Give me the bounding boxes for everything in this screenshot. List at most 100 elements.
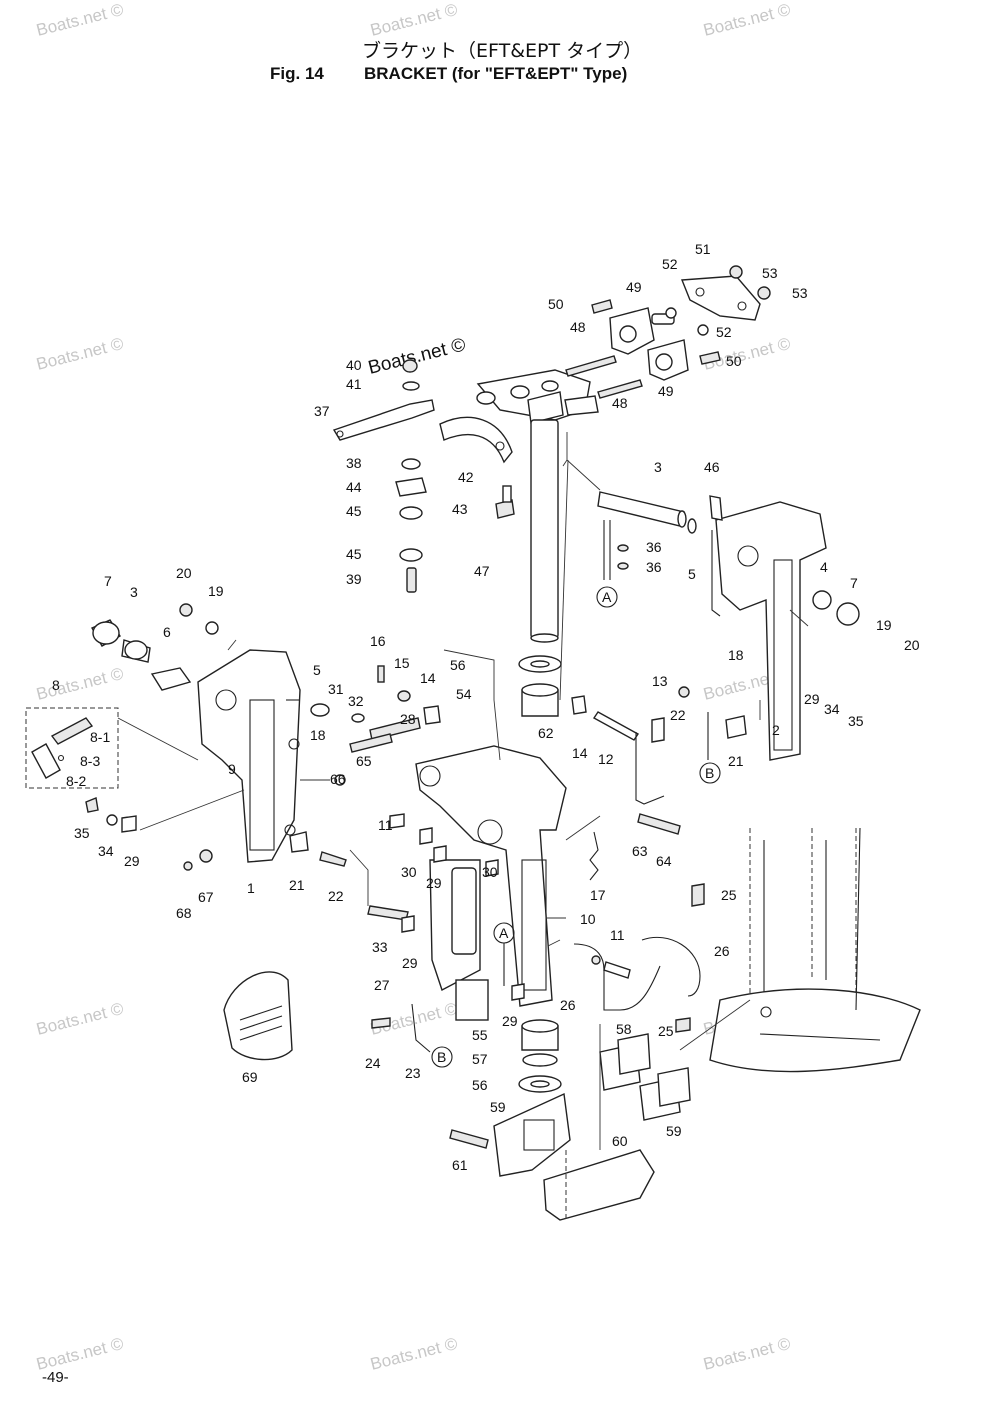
callout-label: 8-1: [90, 729, 110, 745]
callout-label: 47: [474, 563, 490, 579]
washers-column: [395, 359, 515, 593]
callout-label: 11: [610, 927, 625, 943]
anodes-58: [599, 1033, 691, 1121]
callout-label: 18: [310, 727, 326, 743]
callout-label: 60: [612, 1133, 628, 1149]
callout-label: 25: [658, 1023, 674, 1039]
callout-label: 19: [876, 617, 892, 633]
callout-label: 33: [372, 939, 388, 955]
trim-rod-12: [571, 686, 747, 881]
callout-label: 12: [598, 751, 614, 767]
callout-label: 56: [450, 657, 466, 673]
callout-label: 39: [346, 571, 362, 587]
callout-label: 21: [728, 753, 744, 769]
wires-26: [371, 883, 705, 1068]
callout-label: 5: [688, 566, 696, 582]
callout-label: 50: [726, 353, 742, 369]
callout-label: 58: [616, 1021, 632, 1037]
callout-label: 38: [346, 455, 362, 471]
callout-label: 29: [804, 691, 820, 707]
page-number: -49-: [42, 1369, 69, 1386]
callout-label: 14: [420, 670, 436, 686]
callout-label: 10: [580, 911, 596, 927]
callout-label: 56: [472, 1077, 488, 1093]
watermark: Boats.net ©: [701, 1334, 792, 1374]
watermark: Boats.net ©: [34, 334, 125, 374]
callout-label: 31: [328, 681, 344, 697]
callout-label: 36: [646, 559, 662, 575]
callout-label: 8: [52, 677, 60, 693]
detail-box-8: [25, 707, 119, 789]
callout-label: 45: [346, 503, 362, 519]
callout-label: 25: [721, 887, 737, 903]
callout-label: 28: [400, 711, 416, 727]
drawing: [25, 265, 921, 1221]
callout-label: 64: [656, 853, 672, 869]
callout-label: 9: [228, 761, 236, 777]
callout-label: 45: [346, 546, 362, 562]
callout-label: 24: [365, 1055, 381, 1071]
figure-number: Fig. 14: [270, 64, 324, 83]
bushings: [518, 655, 562, 1093]
callout-label: 27: [374, 977, 390, 993]
callouts: 1 2 3 3 4 5 5 6 7 7 8 8-1 8-2 8-3 9 10 1…: [52, 241, 920, 1173]
callout-label: 23: [405, 1065, 421, 1081]
callout-label: 59: [666, 1123, 682, 1139]
mount-brackets-49: [609, 275, 761, 381]
callout-label: 17: [590, 887, 606, 903]
callout-label: 48: [612, 395, 628, 411]
callout-label: 4: [820, 559, 828, 575]
callout-label: 29: [124, 853, 140, 869]
callout-label: 49: [658, 383, 674, 399]
callout-label: 20: [176, 565, 192, 581]
left-hardware: [91, 603, 219, 691]
callout-label: 22: [328, 888, 344, 904]
tilt-tube-3-right: [596, 491, 697, 608]
callout-label: 52: [716, 324, 732, 340]
tie-bar-37: [332, 399, 435, 441]
callout-label: 35: [848, 713, 864, 729]
callout-label: 34: [98, 843, 114, 859]
callout-label: 40: [346, 357, 362, 373]
watermark: Boats.net ©: [34, 999, 125, 1039]
callout-label: 46: [704, 459, 720, 475]
callout-label: 54: [456, 686, 472, 702]
watermarks: Boats.net © Boats.net © Boats.net © Boat…: [34, 0, 792, 1374]
callout-label: 63: [632, 843, 648, 859]
callout-label: 32: [348, 693, 364, 709]
callout-label: 21: [289, 877, 305, 893]
watermark: Boats.net ©: [701, 0, 792, 40]
title-japanese: ブラケット（EFT&EPT タイプ）: [362, 39, 642, 62]
callout-label: 53: [762, 265, 778, 281]
callout-label: 59: [490, 1099, 506, 1115]
callout-label: 61: [452, 1157, 468, 1173]
callout-label: 3: [654, 459, 662, 475]
callout-label: 29: [502, 1013, 518, 1029]
callout-label: 51: [695, 241, 711, 257]
callout-label: 62: [538, 725, 554, 741]
callout-label: 8-2: [66, 773, 86, 789]
callout-label: 53: [792, 285, 808, 301]
small-parts: [85, 665, 525, 1001]
outboard-outline: [709, 827, 921, 1073]
callout-label: 11: [378, 817, 393, 833]
callout-label: 30: [401, 864, 417, 880]
callout-label: 26: [560, 997, 576, 1013]
callout-label: 6: [163, 624, 171, 640]
reference-letter: A: [499, 925, 509, 941]
callout-label: 50: [548, 296, 564, 312]
reference-letter: B: [437, 1049, 446, 1065]
callout-label: 37: [314, 403, 330, 419]
callout-label: 69: [242, 1069, 258, 1085]
callout-label: 49: [626, 279, 642, 295]
callout-label: 5: [313, 662, 321, 678]
callout-label: 42: [458, 469, 474, 485]
callout-label: 13: [652, 673, 668, 689]
callout-label: 41: [346, 376, 362, 392]
figure-title: ブラケット（EFT&EPT タイプ） Fig. 14 BRACKET (for …: [270, 39, 642, 83]
callout-label: 3: [130, 584, 138, 600]
callout-label: 29: [402, 955, 418, 971]
callout-label: 19: [208, 583, 224, 599]
watermark: Boats.net ©: [34, 1334, 125, 1374]
